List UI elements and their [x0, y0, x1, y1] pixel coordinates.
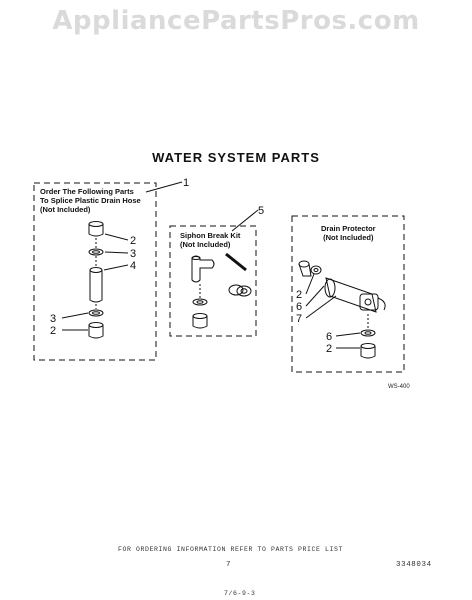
right-washer-top-icon	[310, 265, 322, 275]
left-connector-top-icon	[88, 221, 104, 237]
label-left-2-top: 2	[130, 235, 136, 247]
right-connector-top-icon	[298, 260, 312, 277]
watermark: AppliancePartsPros.com	[52, 6, 420, 36]
label-right-2-top: 2	[296, 289, 302, 301]
drain-protector-box	[291, 215, 405, 373]
label-left-3-bottom: 3	[50, 313, 56, 325]
left-connector-bottom-icon	[88, 322, 104, 339]
drain-hose-label-line1: Order The Following Parts	[40, 187, 134, 196]
label-right-7: 7	[296, 313, 302, 325]
drain-hose-box	[33, 182, 157, 361]
siphon-connector-icon	[192, 313, 208, 329]
callout-leader-5	[231, 209, 259, 232]
label-left-2-bottom: 2	[50, 325, 56, 337]
drain-protector-label-line1: Drain Protector	[321, 224, 376, 233]
label-right-6-bottom: 6	[326, 331, 332, 343]
callout-number-5: 5	[258, 205, 264, 217]
drain-hose-box-label: Order The Following Parts To Splice Plas…	[40, 187, 141, 214]
siphon-nut-icon	[228, 284, 252, 297]
callout-leader-1	[145, 181, 183, 193]
callout-number-1: 1	[183, 177, 189, 189]
drain-protector-label-line2: (Not Included)	[323, 233, 374, 242]
drain-hose-label-line3: (Not Included)	[40, 205, 91, 214]
siphon-label-line2: (Not Included)	[180, 240, 231, 249]
siphon-label-line1: Siphon Break Kit	[180, 231, 241, 240]
siphon-tee-icon	[191, 255, 215, 283]
siphon-tube-icon	[225, 252, 247, 272]
right-washer-bottom-icon	[360, 329, 376, 337]
left-washer-top-icon	[88, 248, 104, 256]
label-left-4: 4	[130, 260, 136, 272]
left-washer-bottom-icon	[88, 309, 104, 317]
label-right-6-top: 6	[296, 301, 302, 313]
left-coupling-icon	[89, 267, 103, 303]
diagram-title: WATER SYSTEM PARTS	[152, 150, 320, 165]
siphon-box	[169, 225, 257, 337]
page-number: 7	[226, 561, 232, 569]
diagram-code: WS-400	[388, 384, 410, 390]
ordering-info: FOR ORDERING INFORMATION REFER TO PARTS …	[118, 546, 344, 553]
label-left-3-top: 3	[130, 248, 136, 260]
drain-hose-label-line2: To Splice Plastic Drain Hose	[40, 196, 141, 205]
label-right-2-bottom: 2	[326, 343, 332, 355]
part-number: 3348034	[396, 561, 432, 569]
date-code: 7/6-9-3	[224, 590, 256, 597]
drain-protector-box-label: Drain Protector (Not Included)	[321, 224, 376, 242]
siphon-washer-icon	[192, 298, 208, 306]
siphon-box-label: Siphon Break Kit (Not Included)	[180, 231, 240, 249]
drain-protector-body-icon	[324, 277, 386, 313]
right-connector-bottom-icon	[360, 343, 376, 359]
